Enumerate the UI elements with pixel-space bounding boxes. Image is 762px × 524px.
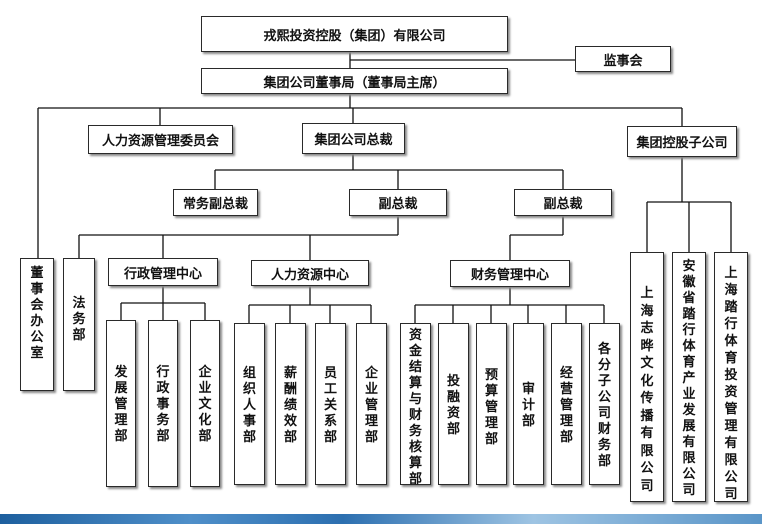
dept-label: 经营管理部 — [559, 366, 573, 445]
vp1-box: 副总裁 — [349, 189, 447, 216]
subsidiary-box: 安徽省踏行体育产业发展有限公司 — [672, 252, 706, 502]
vp2-box: 副总裁 — [514, 189, 612, 216]
hr-committee-label: 人力资源管理委员会 — [101, 134, 219, 149]
dept-label: 各分子公司财务部 — [597, 342, 611, 469]
dept-box: 组织人事部 — [234, 323, 265, 485]
vp2-label: 副总裁 — [543, 197, 583, 212]
dept-label: 企业文化部 — [198, 365, 212, 444]
admin-center-box: 行政管理中心 — [108, 258, 218, 286]
executive-vp-label: 常务副总裁 — [182, 197, 248, 212]
finance-center-box: 财务管理中心 — [450, 260, 570, 287]
subsidiary-box: 上海志晔文化传播有限公司 — [630, 252, 664, 502]
company-box: 戎熙投资控股（集团）有限公司 — [201, 16, 508, 52]
dept-label: 发展管理部 — [114, 365, 128, 444]
supervisory-board-label: 监事会 — [603, 53, 643, 69]
board-label: 集团公司董事局（董事局主席） — [263, 75, 446, 91]
board-office-box: 董事会办公室 — [20, 258, 54, 391]
dept-box: 员工关系部 — [315, 323, 346, 485]
dept-box: 经营管理部 — [551, 323, 582, 485]
hr-committee-box: 人力资源管理委员会 — [88, 125, 233, 154]
dept-label: 审计部 — [521, 382, 535, 429]
dept-box: 投融资部 — [438, 323, 469, 485]
president-box: 集团公司总裁 — [302, 123, 405, 154]
supervisory-board-box: 监事会 — [575, 46, 671, 72]
president-label: 集团公司总裁 — [314, 133, 393, 148]
legal-label: 法务部 — [72, 296, 86, 343]
executive-vp-box: 常务副总裁 — [173, 189, 258, 216]
holding-subsidiaries-box: 集团控股子公司 — [627, 126, 737, 157]
holding-subsidiaries-label: 集团控股子公司 — [636, 136, 728, 151]
dept-label: 投融资部 — [446, 374, 460, 437]
footer-bar — [0, 514, 762, 524]
subsidiary-box: 上海踏行体育投资管理有限公司 — [714, 252, 748, 502]
finance-center-label: 财务管理中心 — [470, 268, 549, 283]
dept-box: 审计部 — [513, 323, 544, 485]
hr-center-box: 人力资源中心 — [251, 260, 369, 286]
board-box: 集团公司董事局（董事局主席） — [201, 68, 508, 94]
subsidiary-label: 安徽省踏行体育产业发展有限公司 — [682, 259, 696, 498]
hr-center-label: 人力资源中心 — [270, 267, 349, 283]
vp1-label: 副总裁 — [378, 197, 418, 212]
dept-label: 资金结算与财务核算部 — [408, 328, 422, 487]
dept-label: 企业管理部 — [364, 366, 378, 445]
dept-label: 行政事务部 — [156, 365, 170, 444]
dept-label: 预算管理部 — [484, 368, 498, 447]
dept-box: 企业文化部 — [190, 320, 220, 487]
dept-box: 各分子公司财务部 — [589, 323, 620, 485]
dept-box: 资金结算与财务核算部 — [400, 323, 431, 487]
dept-box: 企业管理部 — [356, 323, 387, 485]
dept-box: 预算管理部 — [476, 323, 507, 485]
dept-box: 行政事务部 — [148, 320, 178, 487]
legal-box: 法务部 — [63, 258, 95, 391]
dept-label: 薪酬绩效部 — [283, 366, 297, 445]
board-office-label: 董事会办公室 — [30, 266, 44, 361]
subsidiary-label: 上海志晔文化传播有限公司 — [640, 286, 654, 494]
dept-box: 薪酬绩效部 — [275, 323, 306, 485]
dept-label: 员工关系部 — [323, 366, 337, 445]
subsidiary-label: 上海踏行体育投资管理有限公司 — [724, 266, 738, 502]
dept-label: 组织人事部 — [242, 366, 256, 445]
dept-box: 发展管理部 — [106, 320, 136, 487]
admin-center-label: 行政管理中心 — [123, 266, 202, 282]
company-label: 戎熙投资控股（集团）有限公司 — [263, 28, 446, 44]
